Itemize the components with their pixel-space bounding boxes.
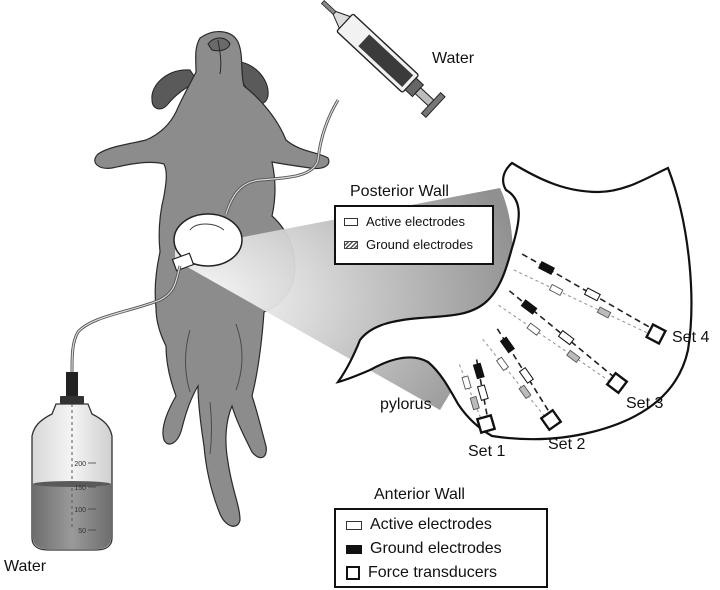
anterior-legend-ground: Ground electrodes bbox=[346, 540, 502, 558]
active-electrode-icon bbox=[518, 366, 534, 384]
bottle-scale-100: 100 bbox=[74, 507, 86, 514]
set-1-label: Set 1 bbox=[468, 443, 506, 460]
ground-electrode-icon bbox=[537, 260, 555, 276]
pylorus-label: pylorus bbox=[380, 396, 432, 413]
force-transducer-icon bbox=[605, 371, 629, 395]
ground-electrode-icon bbox=[520, 299, 538, 315]
set-4-label: Set 4 bbox=[672, 329, 710, 346]
force-transducer-icon bbox=[346, 566, 360, 580]
ground-electrode-icon bbox=[499, 336, 515, 354]
bottle-scale-50: 50 bbox=[78, 528, 86, 535]
posterior-legend-active: Active electrodes bbox=[344, 214, 465, 229]
bottle-scale-150: 150 bbox=[74, 485, 86, 492]
active-electrode-icon bbox=[344, 217, 358, 226]
electrode-sets bbox=[458, 253, 668, 435]
active-electrode-icon bbox=[583, 287, 601, 302]
anterior-wall-legend: Active electrodes Ground electrodes Forc… bbox=[334, 508, 548, 588]
posterior-wall-title: Posterior Wall bbox=[350, 183, 449, 200]
posterior-legend-ground-label: Ground electrodes bbox=[366, 237, 473, 252]
set-1-posterior-line bbox=[458, 364, 484, 425]
set-3-label: Set 3 bbox=[626, 395, 664, 412]
water-bottle-label: Water bbox=[4, 558, 47, 575]
posterior-active-electrode-icon bbox=[526, 322, 541, 336]
posterior-active-electrode-icon bbox=[548, 283, 564, 296]
anterior-legend-force-label: Force transducers bbox=[368, 564, 497, 581]
anterior-wall-title: Anterior Wall bbox=[374, 486, 465, 503]
posterior-ground-electrode-icon bbox=[566, 349, 581, 364]
stomach-in-situ bbox=[171, 213, 243, 272]
hatched-ground-electrode-icon bbox=[344, 240, 358, 249]
set-4-posterior-line bbox=[513, 269, 655, 337]
force-transducer-icon bbox=[644, 322, 668, 346]
syringe-icon bbox=[320, 0, 446, 119]
bottle-scale-200: 200 bbox=[74, 461, 86, 468]
posterior-active-electrode-icon bbox=[461, 375, 472, 390]
posterior-wall-legend: Active electrodes Ground electrodes bbox=[334, 205, 494, 265]
anterior-legend-force: Force transducers bbox=[346, 564, 497, 582]
active-electrode-icon bbox=[476, 384, 489, 401]
anterior-legend-active: Active electrodes bbox=[346, 516, 492, 534]
active-electrode-icon bbox=[557, 329, 575, 346]
posterior-legend-ground: Ground electrodes bbox=[344, 237, 473, 252]
anterior-legend-ground-label: Ground electrodes bbox=[370, 540, 502, 557]
water-bottle-icon: 200 150 100 50 bbox=[31, 372, 113, 551]
posterior-legend-active-label: Active electrodes bbox=[366, 214, 465, 229]
set-2-label: Set 2 bbox=[548, 436, 586, 453]
black-ground-electrode-icon bbox=[346, 544, 362, 554]
posterior-ground-electrode-icon bbox=[469, 395, 480, 411]
posterior-ground-electrode-icon bbox=[596, 306, 612, 319]
anterior-legend-active-label: Active electrodes bbox=[370, 516, 492, 533]
force-transducer-icon bbox=[539, 408, 563, 432]
force-transducer-icon bbox=[475, 413, 497, 435]
ground-electrode-icon bbox=[472, 362, 485, 380]
posterior-active-electrode-icon bbox=[495, 356, 510, 372]
stomach-outline bbox=[335, 161, 693, 441]
active-electrode-icon bbox=[346, 520, 362, 530]
water-syringe-label: Water bbox=[432, 50, 475, 67]
posterior-ground-electrode-icon bbox=[518, 384, 532, 400]
